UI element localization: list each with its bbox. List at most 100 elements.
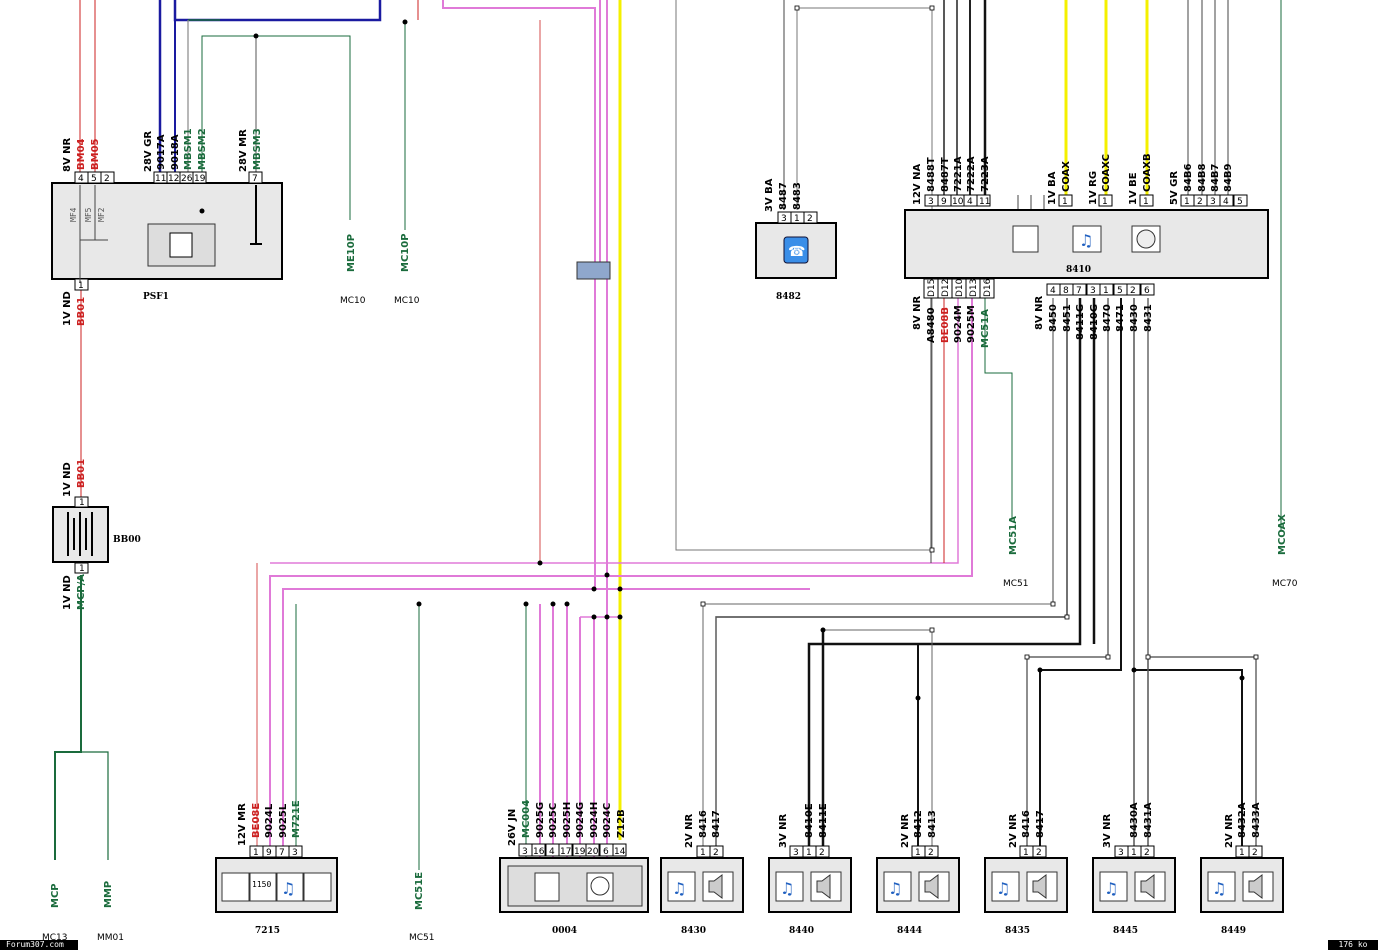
wire-label: 84B6 — [1183, 163, 1194, 192]
junction-dots — [199, 19, 1245, 701]
wire-labels: 8V NR BM04 BM05 28V GR 9017A 9018A MBSM1… — [50, 128, 1288, 910]
speaker-icon — [708, 874, 723, 899]
wire-label: COAX — [1061, 161, 1072, 192]
music-note-icon: ♫ — [996, 879, 1010, 898]
pin: 14 — [614, 847, 626, 857]
music-note-icon: ♫ — [888, 879, 902, 898]
fuse-label-mf4: MF4 — [69, 207, 78, 222]
psf1-pin-bottom: 1 — [78, 281, 84, 291]
component-id: BB00 — [113, 535, 141, 545]
wire-label: 8431A — [1143, 802, 1154, 838]
wire-label: 9024L — [264, 803, 275, 838]
wire-label: BE08B — [940, 307, 951, 343]
8482-pin-3: 3 — [781, 214, 787, 224]
pin: 4 — [1223, 197, 1229, 207]
connector-label: 3V NR — [1102, 813, 1113, 848]
connector-label: 1V BA — [1047, 171, 1058, 205]
8482-pin-1: 1 — [794, 214, 800, 224]
wire-label: 9018A — [170, 134, 181, 170]
pin: 2 — [1036, 848, 1042, 858]
ground-ref-label: MC13 — [42, 933, 68, 943]
wire-label: MC51A — [1008, 516, 1019, 555]
fuse-label-mf2: MF2 — [97, 207, 106, 222]
connector-label: 2V NR — [1224, 813, 1235, 848]
connector-label: 8V NR — [62, 137, 73, 172]
component-8430: ♫ 1 2 8430 — [660, 845, 744, 936]
wire-label: COAXC — [1101, 154, 1112, 192]
ground-ref-label: MC10 — [394, 296, 420, 306]
pin: 5 — [1237, 197, 1243, 207]
music-note-icon: ♫ — [1104, 879, 1118, 898]
wire-label: 9024M — [953, 305, 964, 343]
pin: 1 — [1184, 197, 1190, 207]
wire-label: 84B9 — [1223, 163, 1234, 192]
ground-ref-label: MC51 — [1003, 579, 1029, 589]
component-id: 8410 — [1066, 265, 1091, 275]
music-note-icon: ♫ — [281, 879, 295, 898]
pin: 3 — [1210, 197, 1216, 207]
pin: 1 — [700, 848, 706, 858]
wire-label: MMP — [103, 881, 114, 908]
psf1-fuses: MF4 MF5 MF2 — [69, 185, 108, 283]
wire-label: 8410G — [1089, 304, 1100, 340]
wire-label: 7223A — [980, 156, 991, 192]
pin: 1 — [915, 848, 921, 858]
pin: 17 — [560, 847, 571, 857]
psf1-pin-5: 5 — [91, 174, 97, 184]
pin: 20 — [587, 847, 599, 857]
connector-label: 8V NR — [912, 295, 923, 330]
wire-label: 9024H — [589, 802, 600, 838]
battery-icon — [67, 512, 93, 556]
pin: 16 — [533, 847, 545, 857]
wire-label: 8417 — [1035, 810, 1046, 838]
psf1-pin-4: 4 — [78, 174, 84, 184]
wire-label: ME10P — [346, 234, 357, 272]
chip-icon — [221, 872, 250, 902]
wire-label: 8488T — [926, 157, 937, 192]
pin: 1 — [1143, 197, 1149, 207]
connector-label: 1V BE — [1128, 172, 1139, 205]
wire-label: MCOAX — [1277, 514, 1288, 555]
component-id: 8435 — [1005, 926, 1030, 936]
psf1-pin-26: 26 — [181, 174, 193, 184]
psf1-pin-7: 7 — [252, 174, 258, 184]
gauge-icon — [590, 876, 610, 896]
pin: 2 — [713, 848, 719, 858]
wire-label: 9025L — [278, 803, 289, 838]
wire-label: 8432A — [1237, 802, 1248, 838]
wire-label: MC004 — [521, 800, 532, 838]
component-8435: ♫ 1 2 8435 — [984, 845, 1068, 936]
connector-label: 2V NR — [1008, 813, 1019, 848]
connector-label: 5V GR — [1169, 171, 1180, 205]
component-bb00: 1 1 BB00 — [52, 496, 141, 574]
pin: 3 — [1090, 286, 1096, 296]
wire-label: 9024C — [602, 803, 613, 838]
wire-label: 8412 — [913, 810, 924, 838]
pin: 3 — [1118, 848, 1124, 858]
wire-label: 8416 — [1021, 810, 1032, 838]
pin: 3 — [793, 848, 799, 858]
pin: 6 — [603, 847, 609, 857]
pin: 1 — [1239, 848, 1245, 858]
wire-label: 9024G — [575, 802, 586, 838]
pin: 19 — [574, 847, 586, 857]
wire-label: 7221A — [953, 156, 964, 192]
8482-pin-2: 2 — [807, 214, 813, 224]
wire-label: BB01 — [76, 297, 87, 326]
connector-label: 28V MR — [238, 129, 249, 172]
pin: 3 — [928, 197, 934, 207]
wire-label: 8487 — [778, 182, 789, 210]
psf1-pin-12: 12 — [168, 174, 179, 184]
psf1-pin-2: 2 — [104, 174, 110, 184]
pin: 2 — [928, 848, 934, 858]
wires — [54, 0, 1282, 870]
pin: D13 — [969, 279, 979, 297]
component-id: 8482 — [776, 292, 801, 302]
8410-top-pins: 3 9 10 4 11 1 1 1 1 2 3 4 5 — [924, 194, 1248, 207]
pin: 6 — [1144, 286, 1150, 296]
component-id: 8444 — [897, 926, 922, 936]
wire-label: COAXB — [1142, 153, 1153, 192]
speaker-icon — [816, 874, 831, 899]
component-id: PSF1 — [143, 292, 169, 302]
